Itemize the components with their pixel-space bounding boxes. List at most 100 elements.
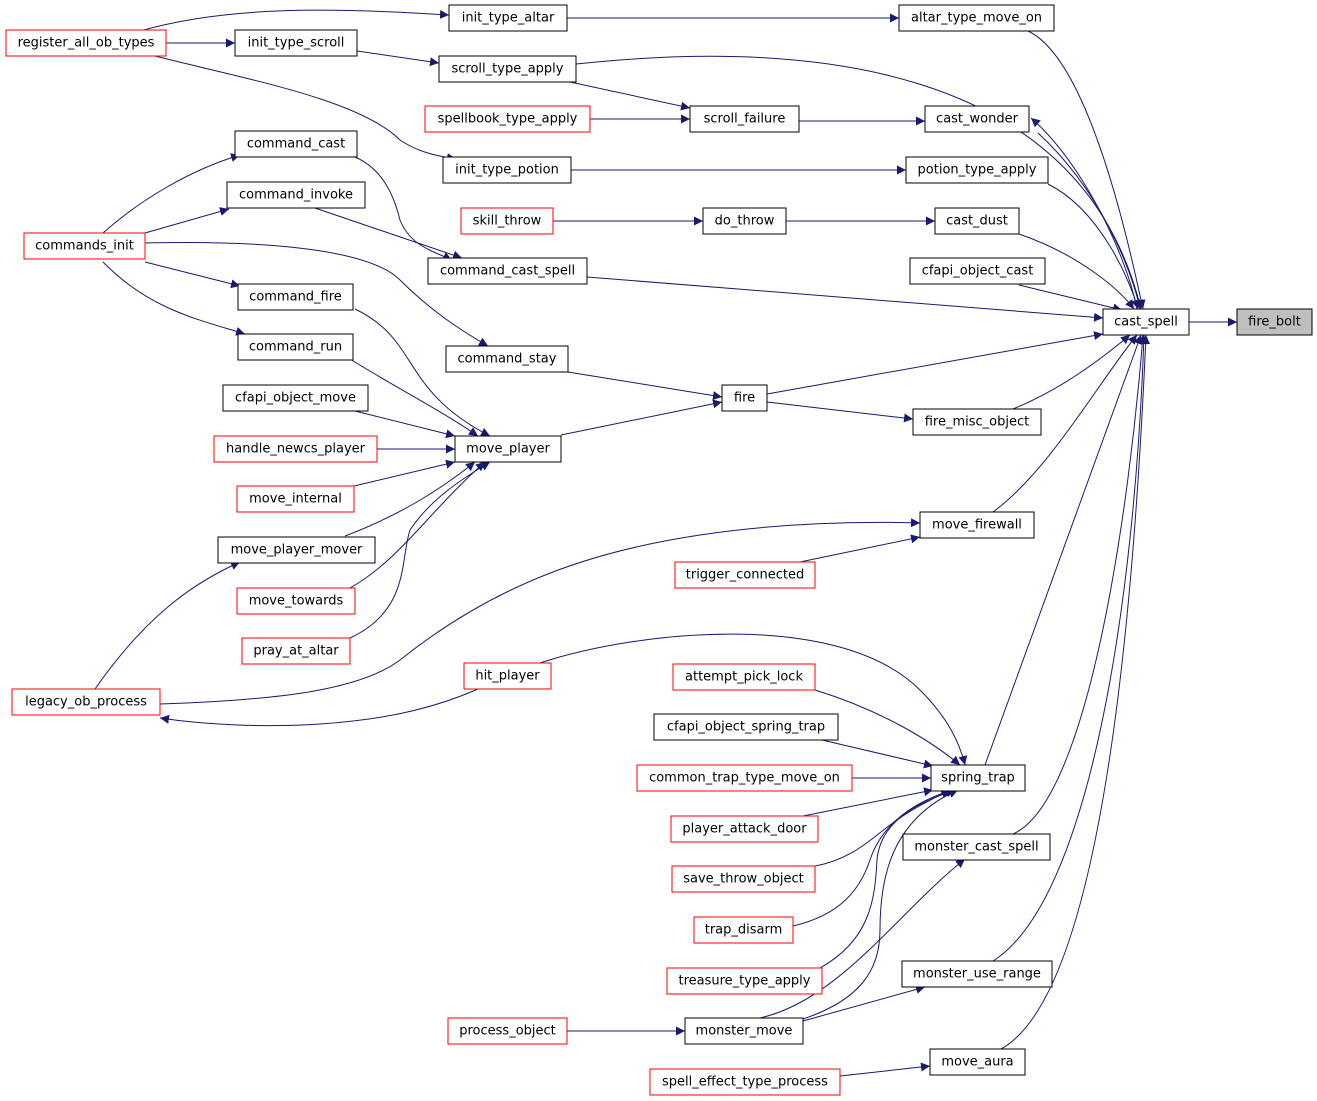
node-monster-move[interactable]: monster_move — [684, 1017, 804, 1045]
edge-scroll_type_apply-scroll_failure — [569, 81, 691, 111]
edge-hit_player-legacy_ob_process — [159, 688, 479, 727]
edge-altar_type_move_on-cast_spell — [1027, 30, 1146, 310]
nodes: fire_boltcast_spellaltar_type_move_onini… — [5, 4, 1313, 1096]
edge-commands_init-command_stay — [144, 241, 489, 347]
node-move-internal[interactable]: move_internal — [236, 485, 355, 513]
edge-command_cast-command_cast_spell — [354, 156, 453, 261]
node-move-towards[interactable]: move_towards — [236, 587, 356, 615]
node-label: init_type_potion — [455, 163, 559, 178]
edge-cast_spell-cast_wonder — [1030, 117, 1138, 310]
node-skill-throw[interactable]: skill_throw — [460, 207, 554, 235]
edge-monster_cast_spell-cast_spell — [1012, 334, 1147, 835]
node-monster-use-range[interactable]: monster_use_range — [901, 960, 1053, 988]
node-scroll-type-apply[interactable]: scroll_type_apply — [438, 55, 577, 83]
node-label: scroll_type_apply — [452, 62, 564, 77]
node-spring-trap[interactable]: spring_trap — [930, 764, 1026, 792]
node-command-invoke[interactable]: command_invoke — [226, 181, 366, 209]
edge-move_player_mover-move_player — [344, 461, 476, 537]
node-common-trap-type-move-on[interactable]: common_trap_type_move_on — [636, 764, 853, 792]
node-cfapi-object-spring-trap[interactable]: cfapi_object_spring_trap — [653, 713, 839, 741]
node-label: cast_wonder — [936, 112, 1019, 127]
node-treasure-type-apply[interactable]: treasure_type_apply — [666, 967, 823, 995]
node-box — [226, 181, 366, 209]
node-label: fire_misc_object — [925, 415, 1030, 430]
node-command-cast[interactable]: command_cast — [234, 130, 358, 158]
node-init-type-scroll[interactable]: init_type_scroll — [234, 29, 358, 57]
edge-legacy_ob_process-move_firewall — [159, 518, 921, 705]
node-label: commands_init — [35, 239, 134, 254]
node-box — [438, 55, 577, 83]
node-trap-disarm[interactable]: trap_disarm — [693, 916, 794, 944]
node-box — [454, 435, 562, 463]
node-box — [11, 688, 161, 716]
node-box — [902, 833, 1051, 861]
edge-monster_move-monster_use_range — [802, 985, 926, 1022]
node-move-aura[interactable]: move_aura — [929, 1048, 1026, 1076]
edge-init_type_scroll-scroll_type_apply — [356, 50, 440, 67]
node-monster-cast-spell[interactable]: monster_cast_spell — [902, 833, 1051, 861]
node-box — [905, 156, 1049, 184]
edge-cfapi_object_cast-cast_spell — [1018, 284, 1123, 313]
node-command-cast-spell[interactable]: command_cast_spell — [427, 257, 588, 285]
node-process-object[interactable]: process_object — [447, 1017, 568, 1045]
node-scroll-failure[interactable]: scroll_failure — [689, 105, 800, 133]
node-spellbook-type-apply[interactable]: spellbook_type_apply — [424, 105, 591, 133]
node-command-stay[interactable]: command_stay — [445, 345, 569, 373]
node-trigger-connected[interactable]: trigger_connected — [674, 561, 816, 589]
node-fire[interactable]: fire — [721, 384, 768, 412]
node-hit-player[interactable]: hit_player — [463, 662, 552, 690]
node-box — [702, 207, 787, 235]
node-player-attack-door[interactable]: player_attack_door — [670, 815, 819, 843]
node-box — [912, 408, 1042, 436]
node-label: move_aura — [941, 1055, 1013, 1070]
node-label: command_invoke — [239, 188, 353, 203]
node-register-all-ob-types[interactable]: register_all_ob_types — [5, 29, 167, 57]
edge-cfapi_object_move-move_player — [350, 409, 456, 439]
node-init-type-potion[interactable]: init_type_potion — [442, 156, 572, 184]
node-label: move_player_mover — [231, 543, 363, 558]
node-label: command_cast_spell — [440, 264, 575, 279]
node-label: player_attack_door — [682, 822, 807, 837]
node-label: cfapi_object_move — [235, 391, 356, 406]
node-altar-type-move-on[interactable]: altar_type_move_on — [898, 4, 1055, 32]
node-do-throw[interactable]: do_throw — [702, 207, 787, 235]
node-spell-effect-type-process[interactable]: spell_effect_type_process — [649, 1068, 841, 1096]
node-attempt-pick-lock[interactable]: attempt_pick_lock — [672, 663, 816, 691]
node-box — [236, 587, 356, 615]
node-box — [930, 764, 1026, 792]
node-command-run[interactable]: command_run — [237, 333, 354, 361]
node-fire-bolt[interactable]: fire_bolt — [1236, 308, 1313, 336]
node-handle-newcs-player[interactable]: handle_newcs_player — [213, 435, 378, 463]
node-legacy-ob-process[interactable]: legacy_ob_process — [11, 688, 161, 716]
node-label: attempt_pick_lock — [685, 670, 803, 685]
node-commands-init[interactable]: commands_init — [23, 232, 146, 260]
node-label: scroll_failure — [704, 112, 786, 127]
edge-commands_init-command_invoke — [144, 207, 230, 234]
node-box — [671, 865, 816, 893]
node-move-firewall[interactable]: move_firewall — [919, 511, 1035, 539]
node-pray-at-altar[interactable]: pray_at_altar — [241, 637, 351, 665]
node-save-throw-object[interactable]: save_throw_object — [671, 865, 816, 893]
edge-fire-cast_spell — [766, 331, 1104, 395]
node-box — [463, 662, 552, 690]
edges — [94, 9, 1237, 1077]
node-cast-dust[interactable]: cast_dust — [934, 207, 1020, 235]
node-label: init_type_altar — [462, 11, 555, 26]
node-cast-spell[interactable]: cast_spell — [1102, 308, 1190, 336]
edge-potion_type_apply-cast_spell — [1047, 183, 1140, 310]
node-command-fire[interactable]: command_fire — [237, 283, 354, 311]
node-init-type-altar[interactable]: init_type_altar — [448, 4, 568, 32]
node-box — [934, 207, 1020, 235]
node-move-player[interactable]: move_player — [454, 435, 562, 463]
node-box — [649, 1068, 841, 1096]
node-fire-misc-object[interactable]: fire_misc_object — [912, 408, 1042, 436]
node-box — [901, 960, 1053, 988]
node-cfapi-object-move[interactable]: cfapi_object_move — [222, 384, 369, 412]
node-potion-type-apply[interactable]: potion_type_apply — [905, 156, 1049, 184]
node-move-player-mover[interactable]: move_player_mover — [217, 536, 376, 564]
node-cfapi-object-cast[interactable]: cfapi_object_cast — [909, 257, 1046, 285]
edge-monster_use_range-cast_spell — [992, 334, 1149, 962]
node-cast-wonder[interactable]: cast_wonder — [924, 105, 1030, 133]
node-label: fire — [734, 391, 755, 406]
